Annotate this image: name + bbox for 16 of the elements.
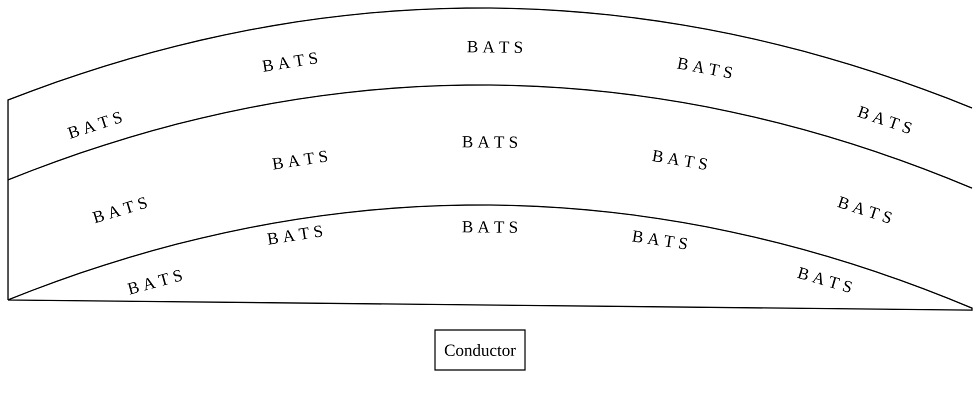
arch-word: B A T S <box>272 150 328 170</box>
arch-word: B A T S <box>857 106 912 134</box>
arch-word: B A T S <box>652 150 707 170</box>
arch-word: B A T S <box>467 41 522 53</box>
arch-word: B A T S <box>126 270 182 295</box>
arch-word: B A T S <box>462 221 518 233</box>
arch-word: B A T S <box>266 226 322 245</box>
label-box: Conductor <box>434 329 526 371</box>
arch-word: B A T S <box>632 230 687 250</box>
arch-word: B A T S <box>676 57 732 78</box>
arch-word: B A T S <box>796 266 852 292</box>
arch-word: B A T S <box>462 136 518 148</box>
arch-word: B A T S <box>92 197 147 224</box>
arch-word: B A T S <box>262 52 318 72</box>
arch-word: B A T S <box>67 112 122 139</box>
arch-word: B A T S <box>837 196 892 223</box>
